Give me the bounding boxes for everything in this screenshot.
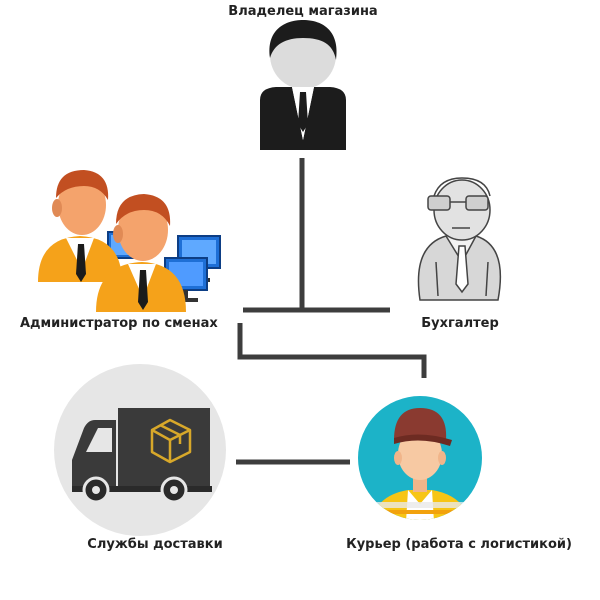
admins-at-computers-icon xyxy=(38,170,221,312)
admin-back-person xyxy=(38,170,122,282)
delivery-label: Службы доставки xyxy=(87,537,223,552)
admin-front-person xyxy=(96,194,186,312)
accountant-label: Бухгалтер xyxy=(421,316,499,331)
courier-label: Курьер (работа с логистикой) xyxy=(346,537,572,552)
courier-icon xyxy=(358,396,482,520)
sketch-person-with-glasses-icon xyxy=(417,177,502,301)
hub-to-courier-line xyxy=(237,323,427,378)
businessman-icon xyxy=(260,20,346,150)
owner-label: Владелец магазина xyxy=(228,4,378,19)
box-icon xyxy=(150,418,192,464)
admins-label: Администратор по сменах xyxy=(20,316,218,331)
connectors xyxy=(236,158,427,465)
delivery-truck-icon xyxy=(54,364,226,536)
